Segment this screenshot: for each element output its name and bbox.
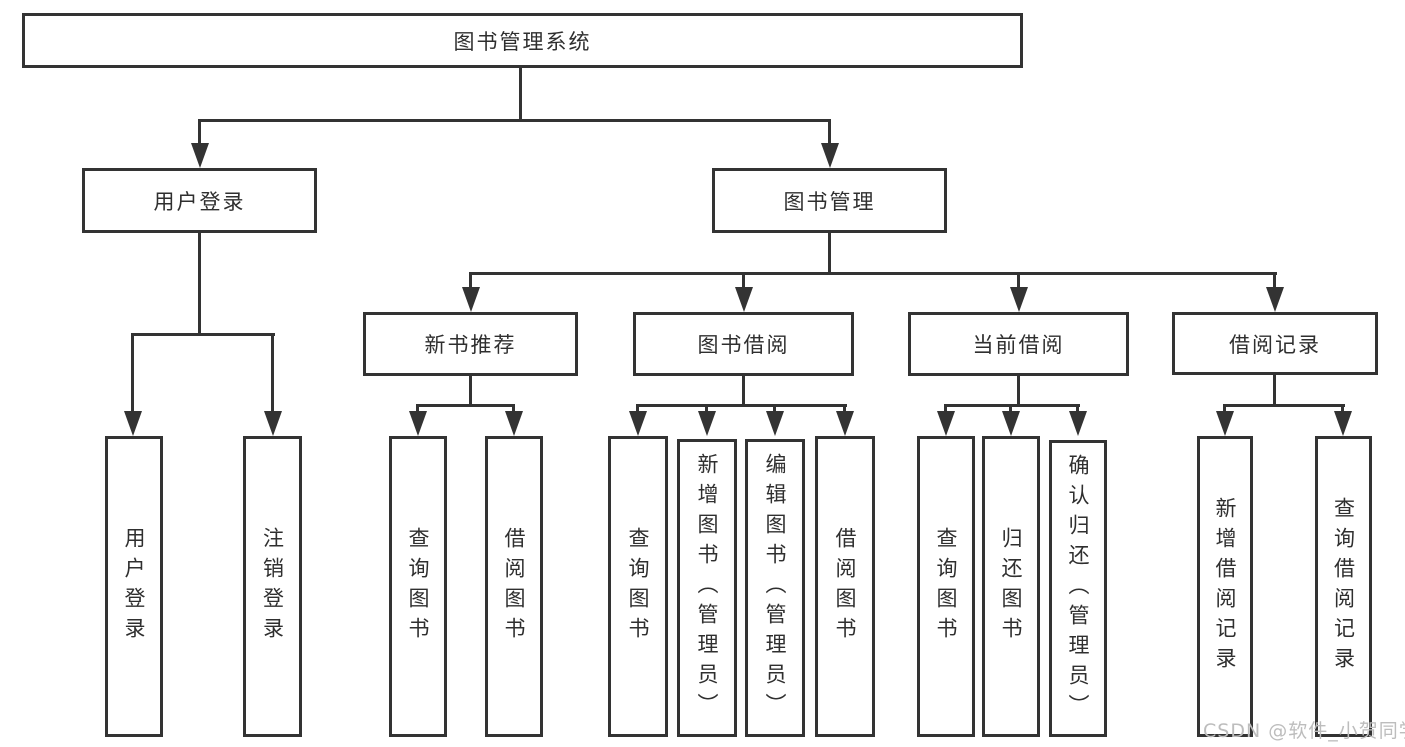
leaf-query-borrow-record-label: 查询借阅记录 bbox=[1331, 496, 1356, 677]
arrow-down-icon bbox=[705, 404, 708, 411]
arrow-down-icon bbox=[271, 333, 274, 411]
leaf-borrow-books-recommend-label: 借阅图书 bbox=[502, 526, 527, 647]
connector-current-borrow-branch bbox=[944, 404, 1080, 407]
arrow-down-icon bbox=[773, 404, 776, 411]
arrow-down-icon bbox=[1341, 404, 1344, 411]
connector-root-stem bbox=[519, 68, 522, 122]
node-borrow-records-label: 借阅记录 bbox=[1229, 332, 1321, 357]
arrow-down-icon bbox=[131, 333, 134, 411]
arrow-down-icon bbox=[416, 404, 419, 411]
leaf-borrow-books: 借阅图书 bbox=[815, 436, 875, 737]
arrow-down-icon bbox=[1273, 272, 1276, 287]
arrow-down-icon bbox=[944, 404, 947, 411]
connector-book-management-stem bbox=[828, 233, 831, 275]
arrow-down-icon bbox=[1223, 404, 1226, 411]
connector-book-borrow-stem bbox=[742, 376, 745, 407]
watermark: CSDN @软件_小贺同学 bbox=[1203, 720, 1405, 742]
node-root: 图书管理系统 bbox=[22, 13, 1023, 68]
node-user-login: 用户登录 bbox=[82, 168, 317, 233]
leaf-query-books-borrow-label: 查询图书 bbox=[626, 526, 651, 647]
node-book-borrow: 图书借阅 bbox=[633, 312, 854, 376]
node-root-label: 图书管理系统 bbox=[453, 29, 592, 54]
leaf-confirm-return-admin: 确认归还（管理员） bbox=[1049, 440, 1107, 737]
leaf-query-books-current: 查询图书 bbox=[917, 436, 975, 737]
arrow-down-icon bbox=[1009, 404, 1012, 411]
connector-book-management-branch bbox=[469, 272, 1277, 275]
arrow-down-icon bbox=[843, 404, 846, 411]
connector-current-borrow-stem bbox=[1017, 376, 1020, 407]
connector-borrow-records-stem bbox=[1273, 375, 1276, 407]
arrow-down-icon bbox=[1076, 404, 1079, 411]
connector-book-borrow-branch bbox=[636, 404, 847, 407]
arrow-down-icon bbox=[1017, 272, 1020, 287]
leaf-add-borrow-record-label: 新增借阅记录 bbox=[1213, 496, 1238, 677]
connector-user-login-branch bbox=[131, 333, 275, 336]
node-user-login-label: 用户登录 bbox=[153, 189, 246, 214]
node-book-management: 图书管理 bbox=[712, 168, 947, 233]
connector-new-book-stem bbox=[469, 376, 472, 407]
leaf-confirm-return-admin-label: 确认归还（管理员） bbox=[1066, 453, 1091, 724]
arrow-down-icon bbox=[198, 119, 201, 143]
connector-borrow-records-branch bbox=[1223, 404, 1345, 407]
leaf-edit-books-admin-label: 编辑图书（管理员） bbox=[763, 453, 788, 723]
arrow-down-icon bbox=[742, 272, 745, 287]
leaf-query-borrow-record: 查询借阅记录 bbox=[1315, 436, 1372, 737]
leaf-query-books-current-label: 查询图书 bbox=[934, 526, 959, 647]
leaf-query-books-recommend: 查询图书 bbox=[389, 436, 447, 737]
node-current-borrow-label: 当前借阅 bbox=[972, 333, 1065, 357]
leaf-add-books-admin-label: 新增图书（管理员） bbox=[695, 453, 720, 723]
arrow-down-icon bbox=[828, 119, 831, 143]
node-borrow-records: 借阅记录 bbox=[1172, 312, 1378, 375]
node-book-borrow-label: 图书借阅 bbox=[697, 333, 790, 357]
leaf-logout: 注销登录 bbox=[243, 436, 302, 737]
leaf-add-borrow-record: 新增借阅记录 bbox=[1197, 436, 1253, 737]
leaf-user-login: 用户登录 bbox=[105, 436, 163, 737]
leaf-query-books-borrow: 查询图书 bbox=[608, 436, 668, 737]
leaf-user-login-label: 用户登录 bbox=[122, 526, 147, 647]
connector-root-branch bbox=[198, 119, 831, 122]
arrow-down-icon bbox=[512, 404, 515, 411]
connector-new-book-branch bbox=[416, 404, 515, 407]
leaf-borrow-books-recommend: 借阅图书 bbox=[485, 436, 543, 737]
arrow-down-icon bbox=[636, 404, 639, 411]
arrow-down-icon bbox=[469, 272, 472, 287]
node-new-book-recommend: 新书推荐 bbox=[363, 312, 578, 376]
node-current-borrow: 当前借阅 bbox=[908, 312, 1129, 376]
connector-user-login-stem bbox=[198, 233, 201, 336]
leaf-return-books-label: 归还图书 bbox=[999, 526, 1024, 647]
leaf-edit-books-admin: 编辑图书（管理员） bbox=[745, 439, 805, 737]
leaf-return-books: 归还图书 bbox=[982, 436, 1040, 737]
node-new-book-recommend-label: 新书推荐 bbox=[424, 333, 517, 357]
leaf-add-books-admin: 新增图书（管理员） bbox=[677, 439, 737, 737]
leaf-borrow-books-label: 借阅图书 bbox=[833, 526, 858, 647]
leaf-logout-label: 注销登录 bbox=[260, 526, 285, 647]
leaf-query-books-recommend-label: 查询图书 bbox=[406, 526, 431, 647]
node-book-management-label: 图书管理 bbox=[783, 189, 876, 214]
